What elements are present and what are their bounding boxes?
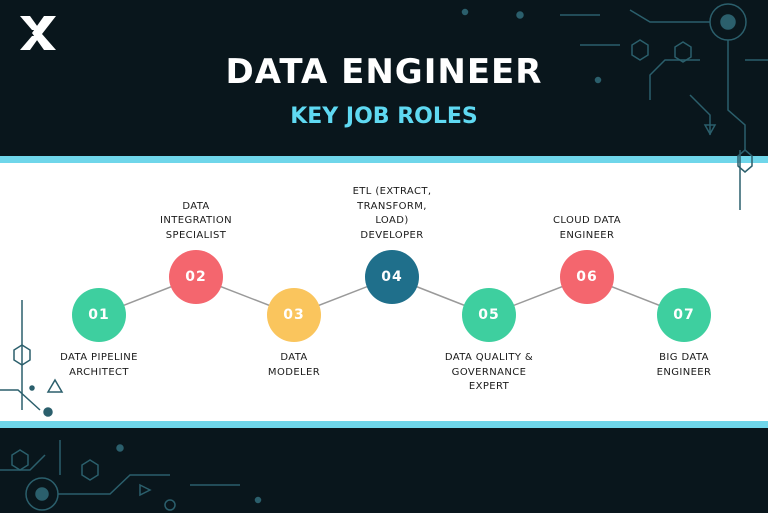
role-label-06: CLOUD DATA ENGINEER: [552, 215, 622, 241]
role-label-03: DATA MODELER: [267, 352, 321, 378]
role-node-04: 04: [365, 250, 419, 304]
page-subtitle: KEY JOB ROLES: [290, 104, 478, 129]
role-node-07: 07: [657, 288, 711, 342]
header-banner: [0, 0, 768, 155]
bottom-accent-stripe: [0, 421, 768, 428]
role-node-02: 02: [169, 250, 223, 304]
role-label-02: DATA INTEGRATION SPECIALIST: [159, 200, 233, 241]
role-node-03: 03: [267, 288, 321, 342]
role-label-07: BIG DATA ENGINEER: [656, 352, 712, 378]
role-node-01: 01: [72, 288, 126, 342]
top-accent-stripe: [0, 156, 768, 163]
role-label-05: DATA QUALITY & GOVERNANCE EXPERT: [444, 352, 534, 392]
page-title: DATA ENGINEER: [225, 52, 543, 92]
role-label-04: ETL (EXTRACT, TRANSFORM, LOAD) DEVELOPER: [352, 186, 432, 241]
role-node-05: 05: [462, 288, 516, 342]
footer-banner: [0, 428, 768, 513]
role-node-06: 06: [560, 250, 614, 304]
role-label-01: DATA PIPELINE ARCHITECT: [60, 352, 138, 378]
x-logo-icon: [20, 16, 56, 50]
